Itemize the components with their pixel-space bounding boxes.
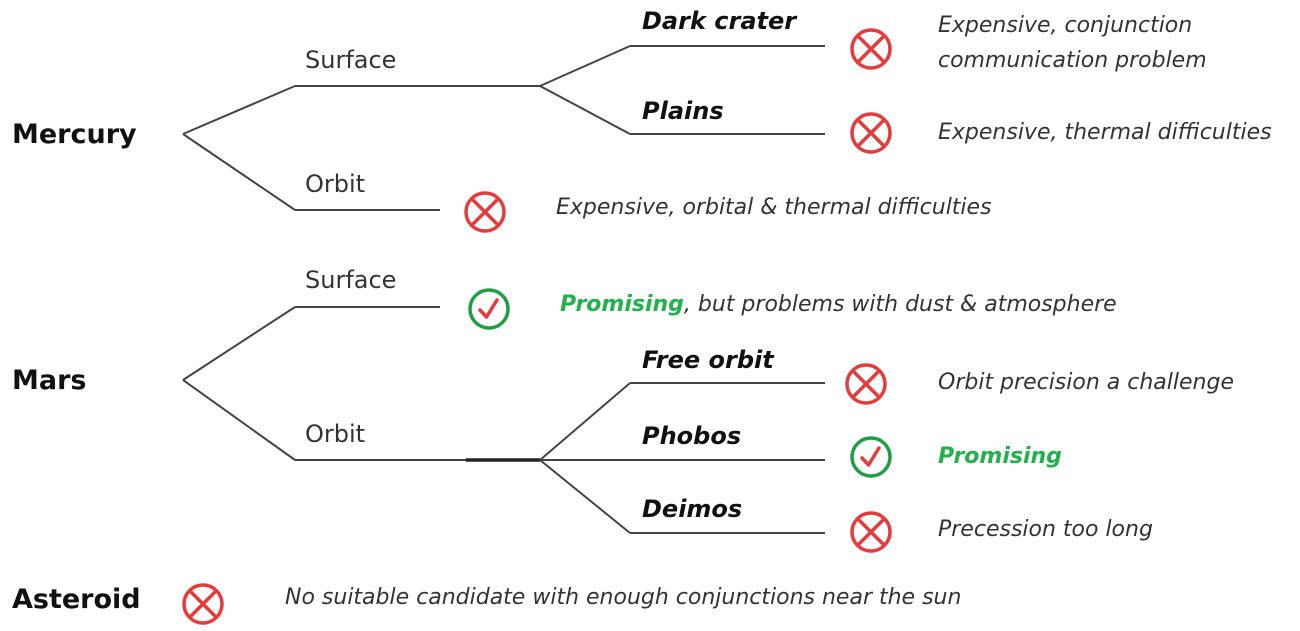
note-mars-surface-highlight: Promising [560, 292, 684, 317]
dark-crater-branch-line [539, 45, 631, 87]
branch-mars-orbit: Orbit [305, 420, 366, 448]
mars-surface-accepted-icon [466, 286, 512, 336]
accepted-icon [850, 436, 892, 478]
rejected-icon [182, 583, 224, 625]
note-dark-crater-line2: communication problem [938, 48, 1207, 73]
accepted-icon [468, 288, 510, 330]
free-orbit-rejected-icon [843, 361, 889, 411]
note-mercury-orbit: Expensive, orbital & thermal difficultie… [556, 195, 992, 220]
option-dark-crater: Dark crater [642, 7, 797, 35]
note-mars-surface: Promising, but problems with dust & atmo… [560, 294, 1117, 316]
asteroid-rejected-icon [180, 581, 226, 631]
branch-mercury-surface: Surface [305, 46, 397, 74]
branch-mars-surface: Surface [305, 266, 397, 294]
note-plains: Expensive, thermal difficulties [938, 120, 1272, 145]
mercury-to-orbit-line [182, 133, 296, 211]
target-mercury: Mercury [12, 119, 137, 150]
option-plains: Plains [642, 97, 724, 125]
note-mars-surface-rest: , but problems with dust & atmosphere [683, 292, 1117, 317]
rejected-icon [850, 28, 892, 70]
branch-mercury-orbit: Orbit [305, 170, 366, 198]
mercury-orbit-rejected-icon [462, 189, 508, 239]
plains-rejected-icon [848, 110, 894, 160]
phobos-accepted-icon [848, 434, 894, 484]
deimos-rejected-icon [848, 509, 894, 559]
mercury-to-surface-line [182, 85, 296, 135]
option-free-orbit: Free orbit [642, 346, 774, 374]
rejected-icon [464, 191, 506, 233]
note-phobos: Promising [938, 444, 1062, 469]
dark-crater-rejected-icon [848, 26, 894, 76]
mars-to-surface-line [182, 306, 296, 381]
option-deimos: Deimos [642, 495, 743, 523]
rejected-icon [850, 511, 892, 553]
note-deimos: Precession too long [938, 517, 1153, 542]
rejected-icon [845, 363, 887, 405]
mars-to-orbit-line [182, 379, 296, 461]
rejected-icon [850, 112, 892, 154]
plains-branch-line [539, 85, 631, 135]
free-orbit-branch-line [539, 382, 631, 461]
target-asteroid: Asteroid [12, 584, 141, 615]
note-asteroid: No suitable candidate with enough conjun… [285, 585, 962, 610]
option-phobos: Phobos [642, 422, 742, 450]
note-dark-crater-line1: Expensive, conjunction [938, 13, 1193, 38]
deimos-branch-line [539, 459, 631, 534]
target-mars: Mars [12, 365, 87, 396]
note-free-orbit: Orbit precision a challenge [938, 370, 1234, 395]
